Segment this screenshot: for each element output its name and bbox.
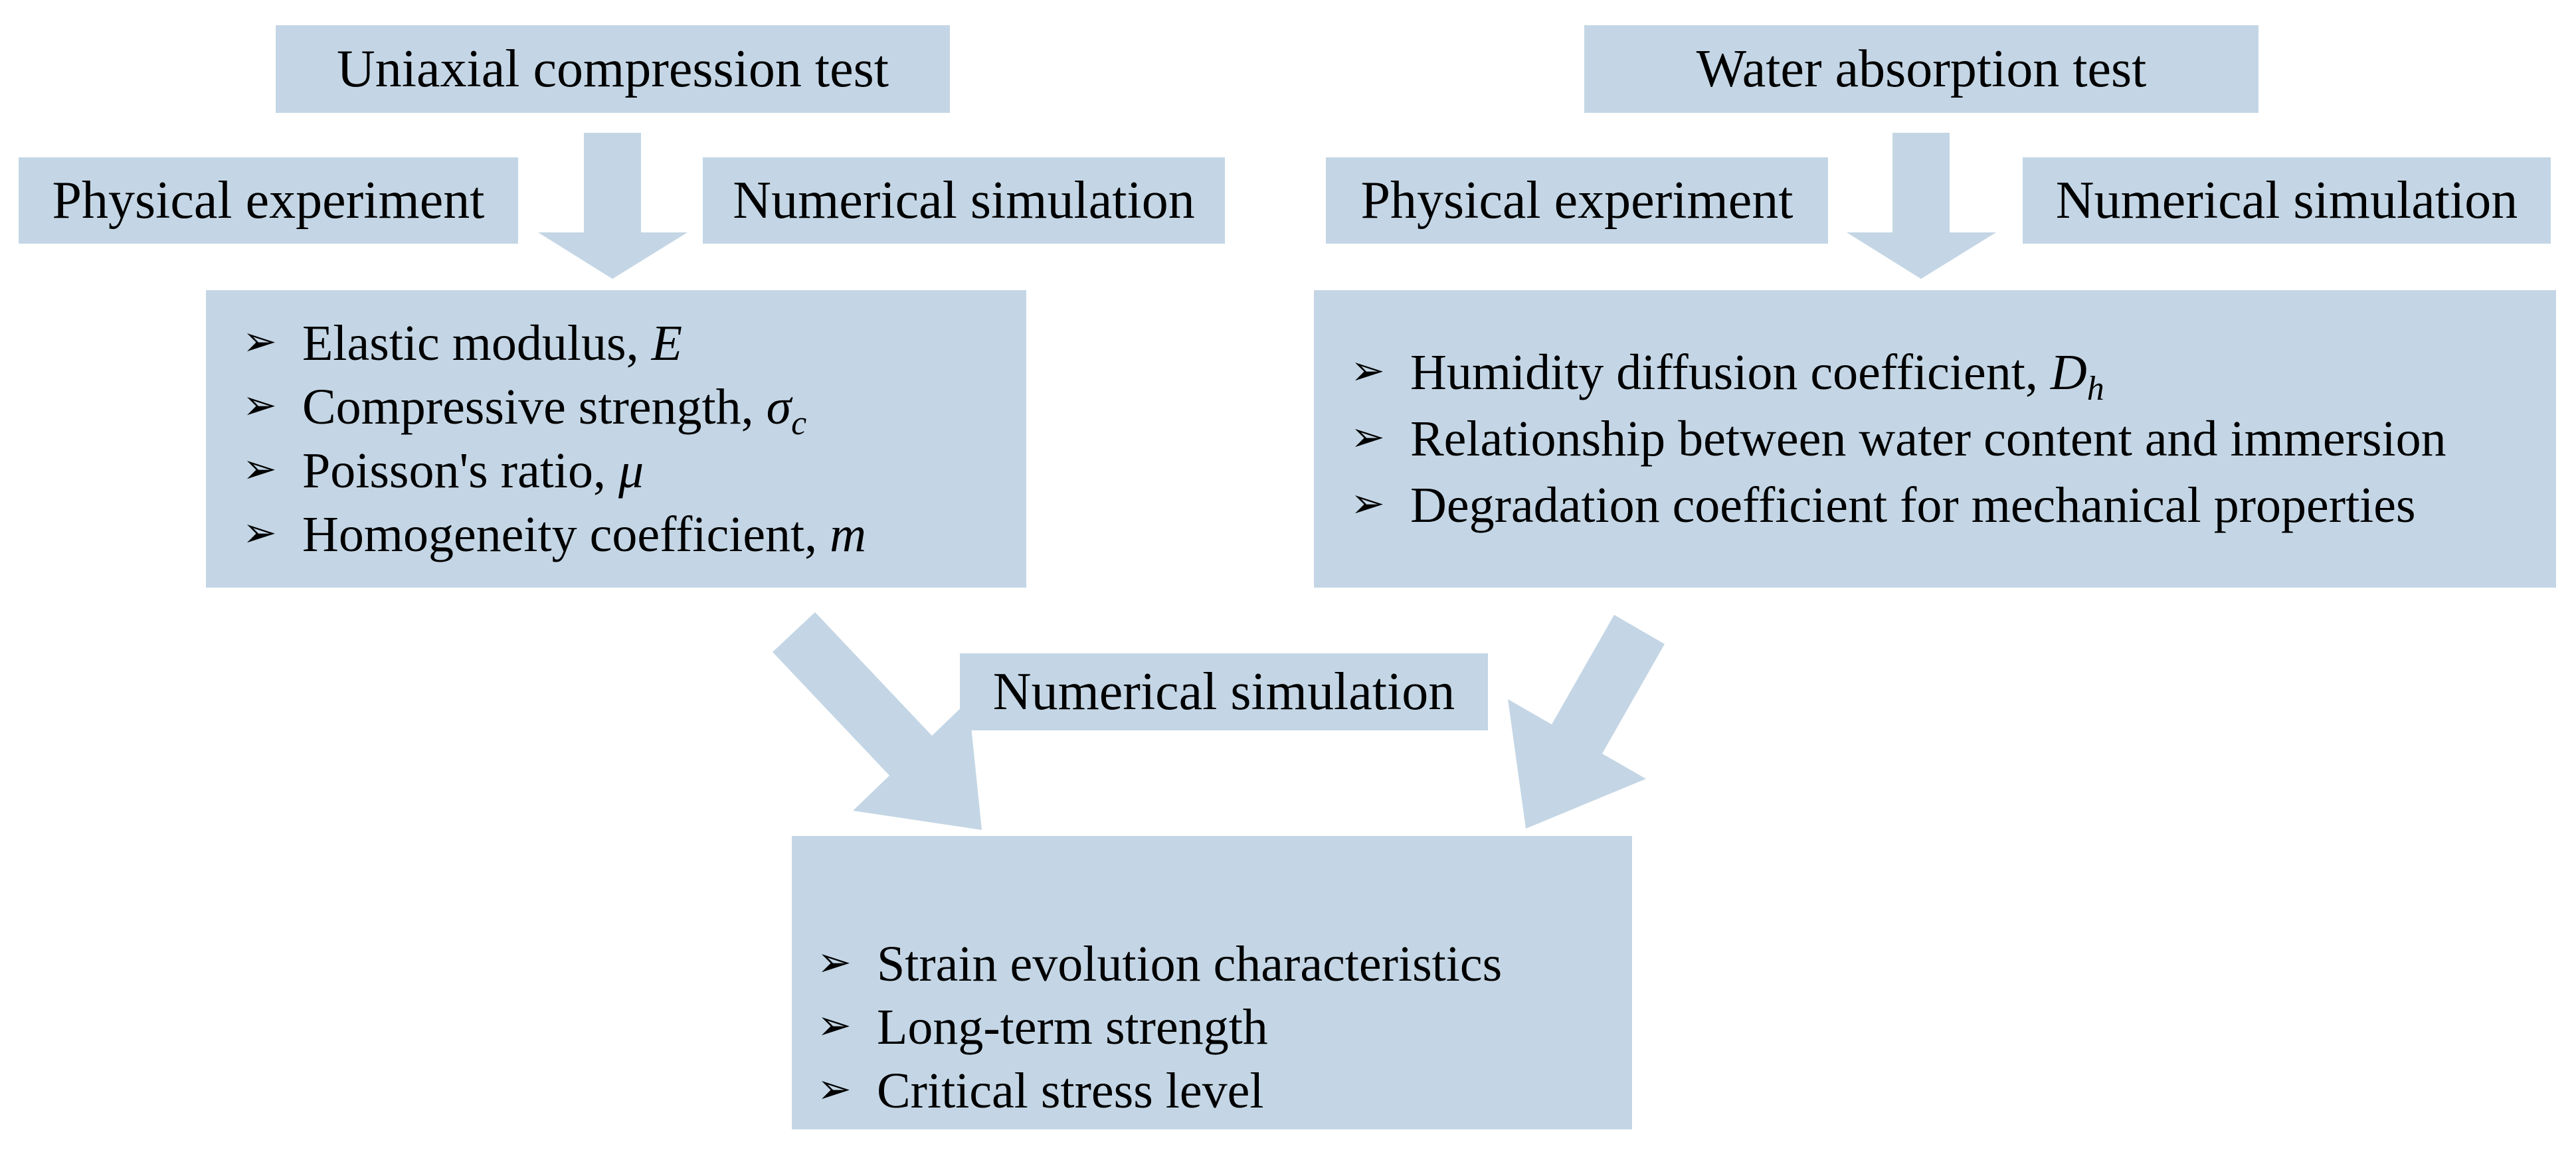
arrowhead-bullet-icon: ➢ (817, 938, 852, 987)
physical-experiment-box-left: Physical experiment (19, 157, 518, 244)
arrowhead-bullet-icon: ➢ (242, 380, 277, 429)
list-item: ➢ Elastic modulus, E (242, 311, 1013, 375)
arrowhead-bullet-icon: ➢ (242, 316, 277, 365)
arrowhead-bullet-icon: ➢ (817, 1064, 852, 1113)
numerical-simulation-label: Numerical simulation (733, 171, 1195, 230)
water-absorption-test-box: Water absorption test (1584, 25, 2258, 113)
physical-experiment-label: Physical experiment (52, 171, 485, 230)
output-homogeneity-coefficient: Homogeneity coefficient, m (302, 506, 867, 562)
list-item: ➢ Poisson's ratio, μ (242, 439, 1013, 503)
uniaxial-outputs-box: ➢ Elastic modulus, E ➢ Compressive stren… (206, 290, 1026, 588)
arrowhead-bullet-icon: ➢ (1350, 345, 1385, 394)
result-strain-evolution: Strain evolution characteristics (876, 936, 1503, 993)
output-elastic-modulus: Elastic modulus, E (302, 315, 683, 371)
list-item: ➢ Strain evolution characteristics (817, 933, 1619, 996)
list-item: ➢ Homogeneity coefficient, m (242, 503, 1013, 566)
output-water-content-relationship: Relationship between water content and i… (1410, 410, 2446, 467)
numerical-simulation-box-left: Numerical simulation (703, 157, 1225, 244)
numerical-simulation-merge-box: Numerical simulation (960, 653, 1488, 730)
uniaxial-compression-test-box: Uniaxial compression test (276, 25, 950, 113)
simulation-results-box: ➢ Strain evolution characteristics ➢ Lon… (792, 836, 1632, 1129)
arrowhead-bullet-icon: ➢ (242, 507, 277, 556)
output-degradation-coefficient: Degradation coefficient for mechanical p… (1410, 477, 2416, 533)
diagonal-arrow-icon-left (773, 612, 982, 830)
output-poissons-ratio: Poisson's ratio, μ (302, 442, 644, 499)
list-item: ➢ Humidity diffusion coefficient, Dh (1350, 339, 2543, 406)
output-compressive-strength: Compressive strength, σc (302, 378, 807, 442)
water-absorption-test-label: Water absorption test (1696, 39, 2147, 98)
list-item: ➢ Compressive strength, σc (242, 375, 1013, 442)
physical-experiment-box-right: Physical experiment (1326, 157, 1828, 244)
numerical-simulation-box-right: Numerical simulation (2023, 157, 2551, 244)
numerical-simulation-merge-label: Numerical simulation (992, 662, 1455, 721)
output-humidity-diffusion: Humidity diffusion coefficient, Dh (1410, 344, 2104, 408)
arrowhead-bullet-icon: ➢ (817, 1001, 852, 1050)
physical-experiment-label: Physical experiment (1360, 171, 1794, 230)
diagonal-arrow-icon-right (1508, 615, 1665, 829)
list-item: ➢ Degradation coefficient for mechanical… (1350, 472, 2543, 538)
arrowhead-bullet-icon: ➢ (1350, 412, 1385, 461)
list-item: ➢ Long-term strength (817, 996, 1619, 1059)
down-arrow-icon-left (538, 133, 688, 279)
result-long-term-strength: Long-term strength (876, 999, 1268, 1056)
uniaxial-compression-test-label: Uniaxial compression test (337, 39, 889, 98)
list-item: ➢ Relationship between water content and… (1350, 406, 2543, 472)
water-outputs-box: ➢ Humidity diffusion coefficient, Dh ➢ R… (1314, 290, 2556, 588)
arrowhead-bullet-icon: ➢ (242, 444, 277, 493)
down-arrow-icon-right (1847, 133, 1996, 279)
numerical-simulation-label: Numerical simulation (2055, 171, 2518, 230)
result-critical-stress-level: Critical stress level (876, 1062, 1264, 1119)
list-item: ➢ Critical stress level (817, 1060, 1619, 1123)
arrowhead-bullet-icon: ➢ (1350, 478, 1385, 527)
